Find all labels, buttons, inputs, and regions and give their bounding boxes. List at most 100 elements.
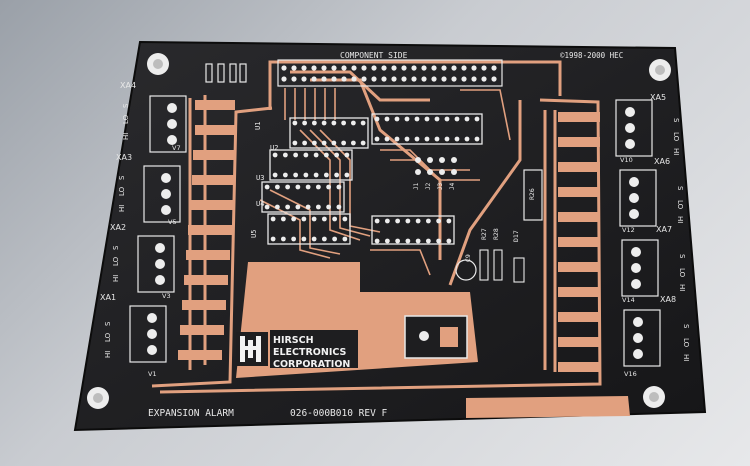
terminal-screw — [629, 193, 639, 203]
connector-xa1-pin-s: S — [104, 321, 112, 326]
connector-xa6-pin-hi: HI — [676, 216, 684, 223]
ic-pin — [415, 218, 421, 224]
terminal-screw — [161, 189, 171, 199]
connector-xa5-v: V10 — [620, 156, 633, 164]
connector-xa2-pin-lo: LO — [112, 256, 120, 266]
part-label-r26: R26 — [528, 188, 536, 200]
header-pin — [371, 76, 377, 82]
connector-xa7-label: XA7 — [656, 225, 672, 234]
component-side-label: COMPONENT SIDE — [340, 51, 408, 60]
connector-xa3-pin-s: S — [118, 175, 126, 180]
terminal-screw — [161, 205, 171, 215]
ic-pin — [321, 120, 327, 126]
connector-xa7-pin-hi: HI — [678, 284, 686, 291]
ic-pin — [295, 204, 301, 210]
ic-pin — [311, 120, 317, 126]
part-label-r28: R28 — [492, 228, 500, 240]
connector-xa2-pin-s: S — [112, 245, 120, 250]
connector-xa1-pin-hi: HI — [104, 351, 112, 358]
logo-line-3: CORPORATION — [273, 359, 350, 370]
ic-pin — [436, 218, 442, 224]
header-pin — [331, 76, 337, 82]
terminal-screw — [147, 345, 157, 355]
ic-pin — [395, 218, 401, 224]
chip-label-u5: U5 — [250, 230, 258, 238]
terminal-block — [621, 239, 659, 297]
header-pin — [321, 76, 327, 82]
ic-pin — [464, 116, 470, 122]
ic-pin — [270, 236, 276, 242]
ic-pin — [374, 238, 380, 244]
ic-pin — [291, 236, 297, 242]
ic-pin — [336, 184, 342, 190]
ic-pin — [444, 116, 450, 122]
connector-xa7-v: V14 — [622, 296, 635, 304]
connector-xa3-pin-lo: LO — [118, 186, 126, 196]
ic-pin — [344, 152, 350, 158]
ic-pin — [404, 136, 410, 142]
part-label-j3: J3 — [437, 182, 444, 190]
ic-pin — [474, 116, 480, 122]
header-pin — [291, 76, 297, 82]
connector-xa6-label: XA6 — [654, 157, 670, 166]
connector-xa1-v: V1 — [148, 370, 157, 378]
header-pin — [341, 65, 347, 71]
ic-pin — [446, 218, 452, 224]
terminal-screw — [625, 139, 635, 149]
connector-xa8-pin-lo: LO — [682, 338, 690, 348]
header-pin — [311, 65, 317, 71]
header-pin — [431, 65, 437, 71]
ic-pin — [444, 136, 450, 142]
ic-pin — [384, 218, 390, 224]
connector-xa4-pin-hi: HI — [122, 133, 130, 140]
top-pin-header — [277, 59, 503, 87]
terminal-screw — [147, 329, 157, 339]
connector-xa4-pin-s: S — [122, 103, 130, 108]
header-pin — [391, 76, 397, 82]
terminal-screw — [155, 243, 165, 253]
header-pin — [421, 65, 427, 71]
connector-xa6-pin-lo: LO — [676, 200, 684, 210]
ic-pin — [425, 218, 431, 224]
ic-pin — [415, 238, 421, 244]
ic-pin — [360, 140, 366, 146]
connector-xa5-pin-hi: HI — [672, 148, 680, 155]
ic-pin — [293, 152, 299, 158]
ic-pin — [303, 172, 309, 178]
ic-pin — [303, 152, 309, 158]
header-pin — [461, 65, 467, 71]
ic-pin — [336, 204, 342, 210]
ic-pin — [394, 136, 400, 142]
header-pin — [391, 65, 397, 71]
ic-pin — [454, 136, 460, 142]
header-pin — [381, 76, 387, 82]
connector-xa7-pin-lo: LO — [678, 268, 686, 278]
connector-xa5-pin-s: S — [672, 118, 680, 123]
part-label-c9: C9 — [464, 254, 472, 262]
header-pin — [291, 65, 297, 71]
expansion-alarm-label: EXPANSION ALARM — [148, 408, 234, 419]
ic-pin — [374, 116, 380, 122]
header-pin — [491, 65, 497, 71]
connector-xa5-pin-lo: LO — [672, 132, 680, 142]
right-connector-labels: XA5 S LO HI V10 XA6 S LO HI V12 XA7 S LO… — [620, 93, 690, 378]
connector-xa2-pin-hi: HI — [112, 275, 120, 282]
header-pin — [401, 65, 407, 71]
terminal-screw — [625, 123, 635, 133]
terminal-screw — [633, 317, 643, 327]
ic-pin — [315, 204, 321, 210]
header-pin — [351, 65, 357, 71]
ic-pin — [360, 120, 366, 126]
ic-pin — [350, 140, 356, 146]
ic-pin — [424, 116, 430, 122]
terminal-screw — [155, 259, 165, 269]
ic-pin — [291, 216, 297, 222]
left-terminal-blocks — [129, 95, 187, 363]
header-pin — [471, 76, 477, 82]
ic-pin — [326, 184, 332, 190]
potentiometers — [205, 63, 247, 83]
terminal-screw — [633, 333, 643, 343]
right-component-pads — [558, 112, 600, 372]
connector-xa7-pin-s: S — [678, 254, 686, 259]
terminal-block — [143, 165, 181, 223]
